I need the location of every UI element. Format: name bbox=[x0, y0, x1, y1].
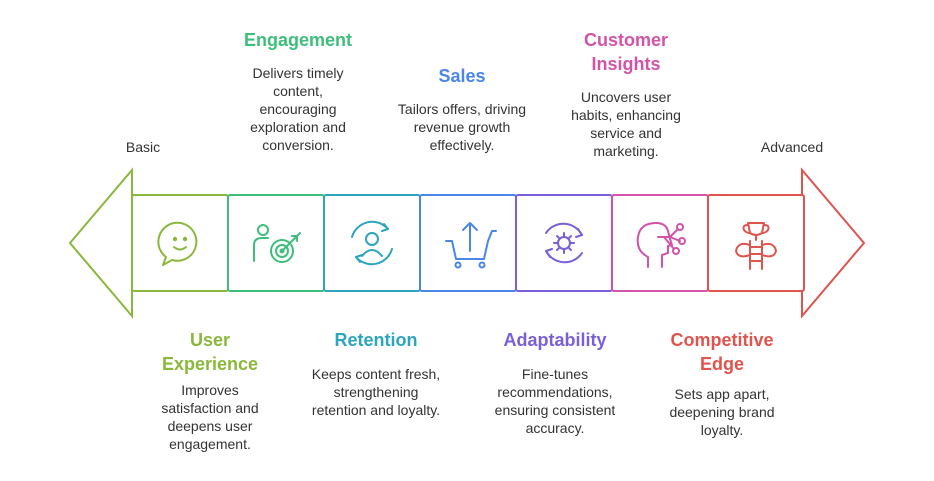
right-arrow-head bbox=[801, 167, 866, 319]
stage-user-experience: User Experience Improves satisfaction an… bbox=[140, 328, 280, 453]
stage-description: Improves satisfaction and deepens user e… bbox=[161, 382, 259, 452]
arrow-segment bbox=[131, 194, 229, 292]
stage-title: Retention bbox=[334, 330, 418, 350]
stage-title: User Experience bbox=[161, 330, 259, 374]
head-network-icon bbox=[636, 222, 686, 268]
gear-refresh-icon bbox=[545, 222, 583, 264]
stage-title: Engagement bbox=[243, 30, 353, 50]
stage-title: Sales bbox=[438, 66, 486, 86]
trophy-ladder-icon bbox=[735, 222, 777, 270]
stage-description: Sets app apart, deepening brand loyalty. bbox=[669, 386, 775, 438]
stage-description: Tailors offers, driving revenue growth e… bbox=[397, 101, 527, 153]
stage-description: Fine-tunes recommendations, ensuring con… bbox=[494, 366, 616, 436]
arrow-segment bbox=[515, 194, 613, 292]
left-arrow-head bbox=[68, 167, 133, 319]
person-target-icon bbox=[253, 224, 301, 263]
stage-description: Uncovers user habits, enhancing service … bbox=[571, 89, 681, 159]
stage-title: Competitive Edge bbox=[670, 330, 774, 374]
stage-competitive-edge: Competitive Edge Sets app apart, deepeni… bbox=[652, 328, 792, 439]
arrow-segment bbox=[707, 194, 805, 292]
arrow-segment bbox=[323, 194, 421, 292]
cart-upload-icon bbox=[445, 222, 497, 269]
stage-description: Keeps content fresh, strengthening reten… bbox=[311, 366, 441, 418]
stage-title: Adaptability bbox=[503, 330, 607, 350]
arrow-segment bbox=[419, 194, 517, 292]
stage-customer-insights: Customer Insights Uncovers user habits, … bbox=[556, 28, 696, 160]
stage-sales: Sales Tailors offers, driving revenue gr… bbox=[382, 64, 542, 154]
arrow-segment bbox=[611, 194, 709, 292]
stage-description: Delivers timely content, encouraging exp… bbox=[250, 65, 346, 153]
stage-adaptability: Adaptability Fine-tunes recommendations,… bbox=[480, 328, 630, 437]
stage-engagement: Engagement Delivers timely content, enco… bbox=[228, 28, 368, 154]
scale-end-label: Advanced bbox=[760, 139, 824, 155]
stage-title: Customer Insights bbox=[583, 30, 668, 74]
user-cycle-icon bbox=[351, 220, 393, 266]
scale-start-label: Basic bbox=[125, 139, 161, 155]
smiley-chat-icon bbox=[157, 221, 198, 266]
stage-retention: Retention Keeps content fresh, strengthe… bbox=[296, 328, 456, 419]
